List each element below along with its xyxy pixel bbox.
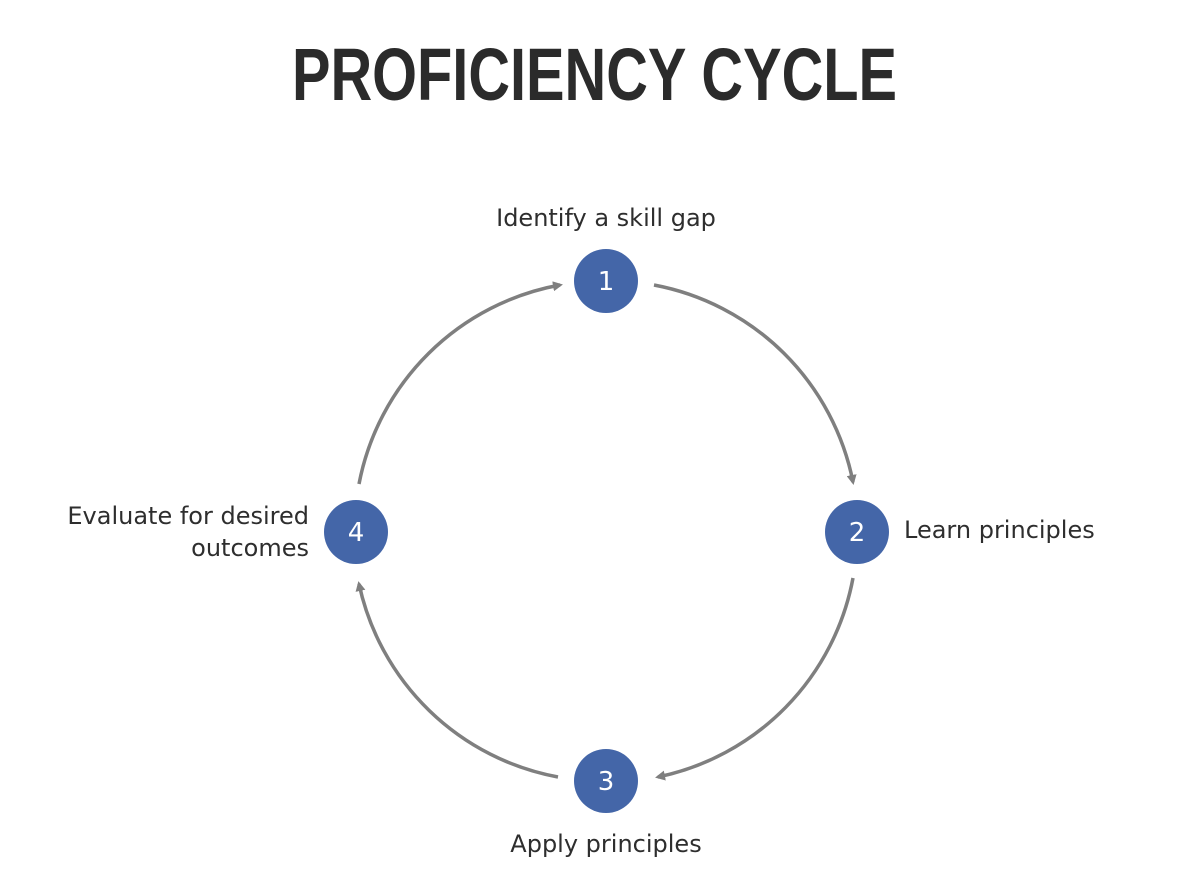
step-node-1: 1 (574, 249, 638, 313)
arrow-2-to-3 (655, 577, 855, 781)
step-label-4-line-1: Evaluate for desired (67, 502, 309, 530)
step-number-2: 2 (849, 518, 866, 548)
arrow-3-to-4 (355, 581, 559, 779)
arrow-4-to-1 (357, 281, 563, 485)
step-label-3: Apply principles (510, 830, 702, 858)
step-number-3: 3 (598, 767, 615, 797)
page-title: PROFICIENCY CYCLE (291, 33, 898, 116)
step-label-2: Learn principles (904, 516, 1095, 544)
arrow-1-to-2 (653, 283, 857, 485)
step-label-1: Identify a skill gap (496, 204, 716, 232)
step-node-3: 3 (574, 749, 638, 813)
step-label-4: Evaluate for desired outcomes (67, 500, 309, 564)
step-node-4: 4 (324, 500, 388, 564)
step-node-2: 2 (825, 500, 889, 564)
step-number-1: 1 (598, 267, 615, 297)
step-label-4-line-2: outcomes (191, 534, 309, 562)
step-number-4: 4 (348, 518, 365, 548)
